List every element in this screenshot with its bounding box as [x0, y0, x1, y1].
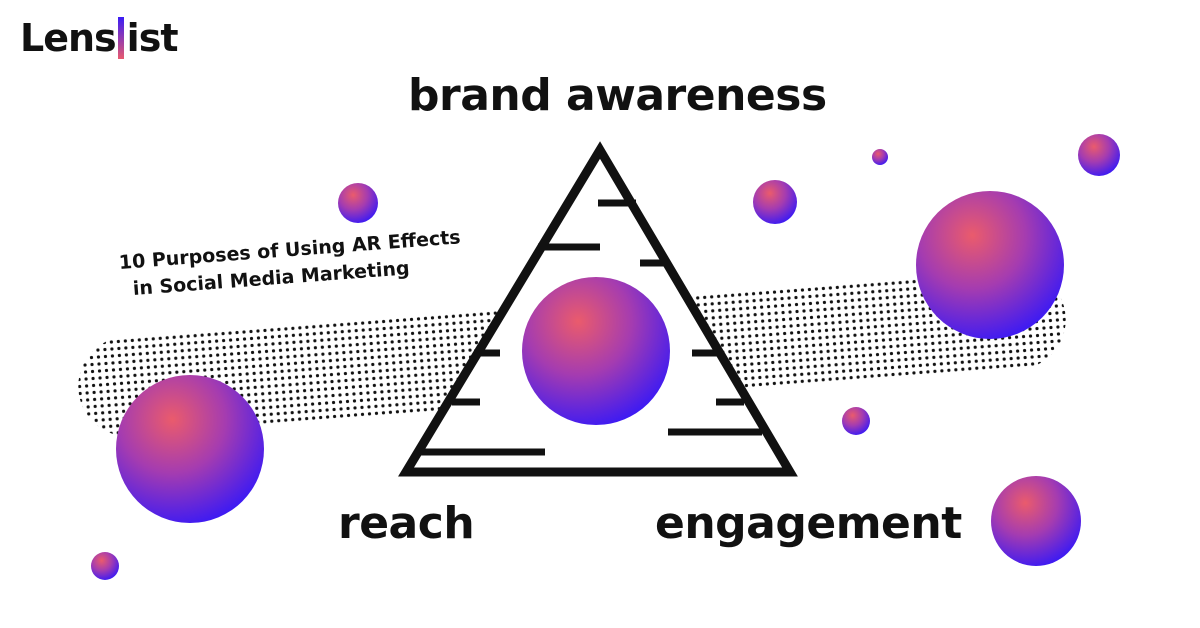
pyramid-ticks: [420, 199, 762, 456]
label-engagement: engagement: [655, 498, 962, 549]
logo-text-right: ist: [126, 16, 179, 60]
sphere: [872, 149, 888, 165]
sphere: [753, 180, 797, 224]
sphere: [1078, 134, 1120, 176]
label-reach: reach: [338, 498, 475, 549]
sphere: [842, 407, 870, 435]
label-brand-awareness: brand awareness: [408, 70, 827, 121]
sphere: [991, 476, 1081, 566]
logo-bar-icon: [117, 17, 124, 59]
sphere: [522, 277, 670, 425]
logo-text-left: Lens: [20, 16, 117, 60]
sphere: [916, 191, 1064, 339]
sphere: [116, 375, 264, 523]
sphere: [91, 552, 119, 580]
sphere: [338, 183, 378, 223]
